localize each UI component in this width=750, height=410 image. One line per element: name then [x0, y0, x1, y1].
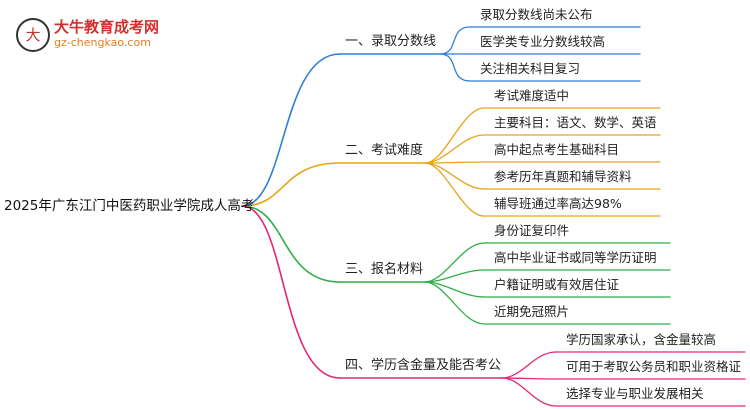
child-connector — [424, 161, 485, 164]
branch-connector — [241, 53, 341, 207]
child-connector — [424, 281, 485, 325]
branch-connector — [241, 205, 341, 379]
child-label: 录取分数线尚未公布 — [480, 7, 593, 22]
logo-title: 大牛教育成考网 — [54, 18, 160, 36]
branch-label: 一、录取分数线 — [345, 34, 437, 49]
root-topic: 2025年广东江门中医药职业学院成人高考 — [4, 198, 255, 214]
child-label: 高中起点考生基础科目 — [494, 142, 620, 157]
branch-label: 二、考试难度 — [345, 143, 424, 158]
child-label: 主要科目：语文、数学、英语 — [494, 115, 657, 130]
child-connector — [424, 134, 485, 164]
child-label: 关注相关科目复习 — [480, 61, 581, 76]
child-label: 学历国家承认，含金量较高 — [566, 332, 717, 347]
logo-mark-icon: 大 — [16, 18, 50, 52]
child-label: 参考历年真题和辅导资料 — [494, 169, 632, 184]
branch-label: 四、学历含金量及能否考公 — [345, 358, 502, 373]
child-connector — [501, 351, 557, 379]
child-connector — [424, 107, 485, 164]
child-label: 身份证复印件 — [494, 223, 570, 238]
child-connector — [439, 53, 471, 82]
site-logo: 大 大牛教育成考网 gz-chengkao.com — [10, 14, 180, 54]
child-label: 近期免冠照片 — [494, 304, 570, 319]
child-label: 可用于考取公务员和职业资格证 — [566, 359, 742, 374]
logo-url: gz-chengkao.com — [54, 36, 151, 49]
child-connector — [424, 162, 485, 217]
child-connector — [424, 242, 485, 283]
child-label: 户籍证明或有效居住证 — [494, 277, 620, 292]
child-connector — [439, 26, 471, 55]
branch-label: 三、报名材料 — [345, 262, 424, 277]
child-label: 选择专业与职业发展相关 — [566, 386, 704, 401]
child-connector — [501, 377, 557, 380]
child-label: 考试难度适中 — [494, 88, 570, 103]
child-label: 高中毕业证书或同等学历证明 — [494, 250, 657, 265]
branch-connector — [241, 162, 341, 207]
child-label: 辅导班通过率高达98% — [494, 196, 622, 211]
branch-connector — [241, 205, 341, 283]
child-connector — [501, 377, 557, 407]
child-label: 医学类专业分数线较高 — [480, 34, 606, 49]
child-connector — [424, 269, 485, 283]
